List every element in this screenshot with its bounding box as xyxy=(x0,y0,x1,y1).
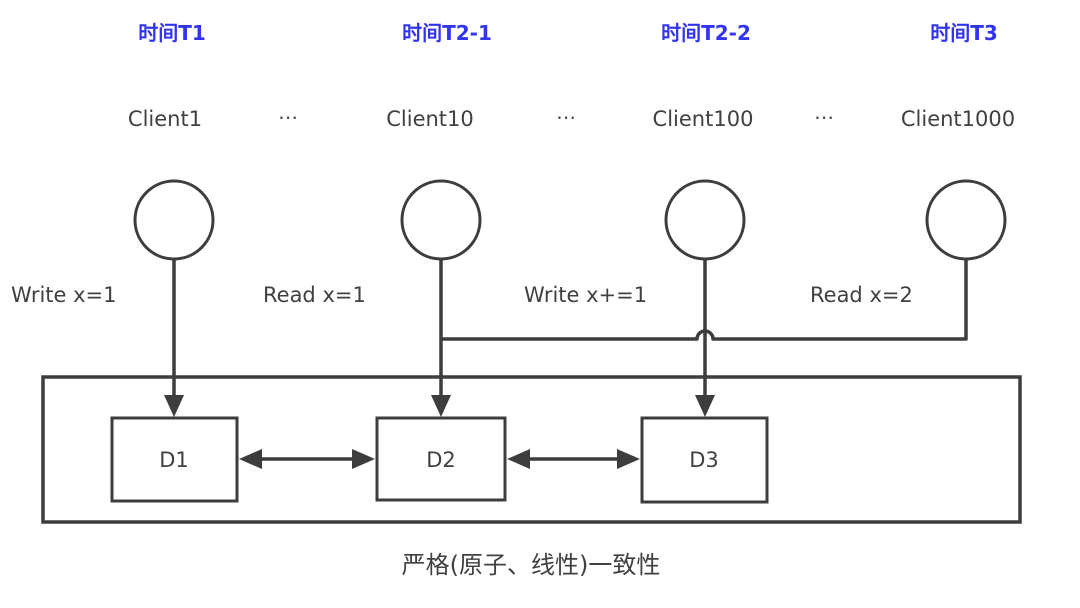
node-label-d2: D2 xyxy=(426,448,456,472)
time-label-t1: 时间T1 xyxy=(138,21,206,45)
time-label-t3: 时间T3 xyxy=(930,21,998,45)
bidirectional-arrow-d1-d2-right-head xyxy=(352,449,375,469)
client1000-circle xyxy=(925,179,1007,261)
op-label-read-x2: Read x=2 xyxy=(810,283,913,307)
client100-circle xyxy=(664,179,746,261)
node-label-d3: D3 xyxy=(689,448,719,472)
storage-boundary-box xyxy=(41,375,1022,524)
node-label-d1: D1 xyxy=(159,448,189,472)
bidirectional-arrow-d1-d2-left-head xyxy=(239,449,262,469)
ellipsis-separator-1: ⋯ xyxy=(278,105,298,129)
client1-circle xyxy=(133,179,215,261)
time-label-t2-1: 时间T2-1 xyxy=(402,21,492,45)
client-label-client10: Client10 xyxy=(386,107,474,131)
node-box-d1 xyxy=(110,416,239,503)
node-box-d3 xyxy=(640,416,769,504)
arrowhead-into-d3 xyxy=(695,395,715,417)
bidirectional-arrow-d2-d3-left-head xyxy=(507,449,530,469)
ellipsis-separator-2: ⋯ xyxy=(556,105,576,129)
op-label-write-xp1: Write x+=1 xyxy=(524,283,647,307)
node-box-d2 xyxy=(375,416,507,502)
client10-circle xyxy=(400,179,482,261)
diagram-caption: 严格(原子、线性)一致性 xyxy=(402,551,661,579)
op-label-write-x1: Write x=1 xyxy=(11,283,117,307)
bidirectional-arrow-d2-d3-right-head xyxy=(617,449,640,469)
client-label-client1: Client1 xyxy=(128,107,202,131)
client-label-client100: Client100 xyxy=(653,107,754,131)
arrowhead-into-d2 xyxy=(431,395,451,417)
arrowhead-into-d1 xyxy=(164,395,184,417)
client-label-client1000: Client1000 xyxy=(901,107,1015,131)
ellipsis-separator-3: ⋯ xyxy=(814,105,834,129)
time-label-t2-2: 时间T2-2 xyxy=(661,21,751,45)
arrow-client1000-to-d2-line-with-hop xyxy=(441,259,968,341)
op-label-read-x1: Read x=1 xyxy=(263,283,366,307)
